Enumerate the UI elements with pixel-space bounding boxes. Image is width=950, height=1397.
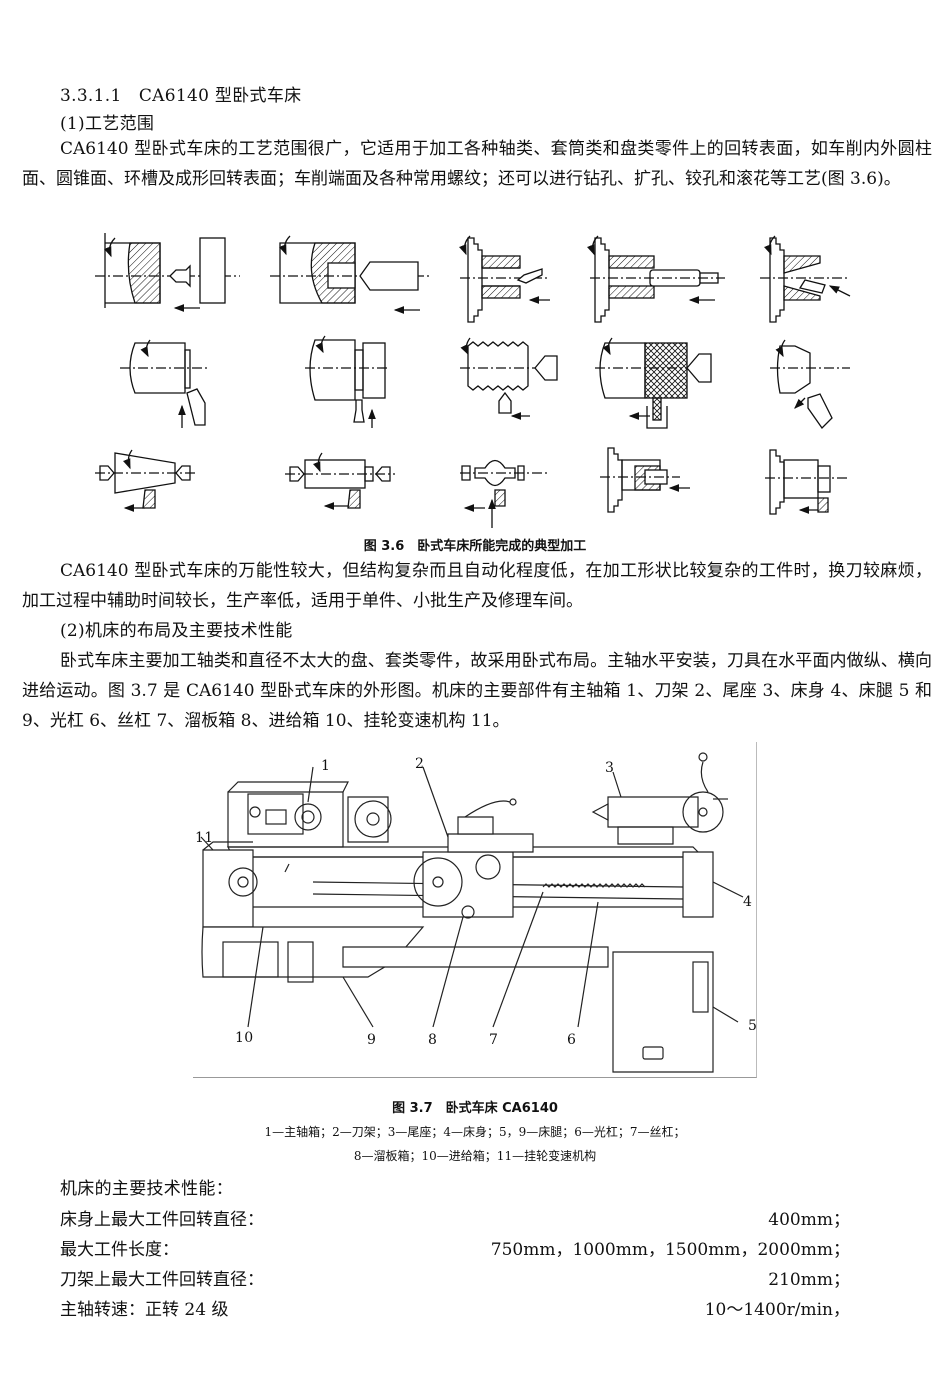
lathe-label-1: 1 bbox=[321, 758, 331, 774]
panel-threading bbox=[460, 337, 558, 420]
panel-reaming bbox=[587, 235, 725, 323]
panel-drilling bbox=[270, 235, 430, 314]
subsection-heading-process-range: (1)工艺范围 bbox=[60, 114, 155, 134]
panel-stepped-turning bbox=[765, 449, 850, 515]
spec-value: 750mm，1000mm，1500mm，2000mm； bbox=[490, 1240, 850, 1260]
lathe-label-5: 5 bbox=[748, 1018, 758, 1034]
panel-taper-boring bbox=[760, 235, 851, 323]
spec-value: 210mm； bbox=[768, 1270, 850, 1290]
panel-center-drilling bbox=[95, 233, 240, 312]
figure-3-7-legend-line-2: 8—溜板箱；10—进给箱；11—挂轮变速机构 bbox=[353, 1149, 597, 1163]
lathe-label-3: 3 bbox=[605, 760, 615, 776]
spec-key: 床身上最大工件回转直径： bbox=[60, 1210, 264, 1230]
paragraph-versatility: CA6140 型卧式车床的万能性较大，但结构复杂而且自动化程度低，在加工形状比较… bbox=[22, 561, 932, 611]
figure-3-7-lathe: 1 2 3 4 5 6 7 8 9 10 11 bbox=[193, 742, 757, 1078]
paragraph-layout: 卧式车床主要加工轴类和直径不太大的盘、套类零件，故采用卧式布局。主轴水平安装，刀… bbox=[22, 651, 932, 731]
figure-3-6-caption: 图 3.6 卧式车床所能完成的典型加工 bbox=[363, 539, 587, 554]
lathe-label-7: 7 bbox=[489, 1032, 499, 1048]
subsection-heading-layout: (2)机床的布局及主要技术性能 bbox=[60, 621, 293, 641]
spec-key: 主轴转速：正转 24 级 bbox=[60, 1300, 229, 1320]
lathe-label-9: 9 bbox=[367, 1032, 377, 1048]
panel-boring bbox=[459, 235, 550, 323]
lathe-label-4: 4 bbox=[743, 894, 753, 910]
spec-value: 10～1400r/min， bbox=[704, 1300, 850, 1320]
spec-row: 刀架上最大工件回转直径： 210mm； bbox=[60, 1265, 850, 1295]
spec-row: 最大工件长度： 750mm，1000mm，1500mm，2000mm； bbox=[60, 1235, 850, 1265]
lathe-illustration bbox=[200, 752, 744, 1073]
lathe-label-10: 10 bbox=[235, 1030, 254, 1046]
panel-profile-turning bbox=[460, 459, 550, 528]
panel-tapping bbox=[600, 447, 690, 513]
figure-3-7-legend-line-1: 1—主轴箱；2—刀架；3—尾座；4—床身；5，9—床腿；6—光杠；7—丝杠； bbox=[264, 1125, 686, 1139]
panel-taper-turning bbox=[95, 449, 195, 512]
section-heading: 3.3.1.1 CA6140 型卧式车床 bbox=[60, 86, 302, 106]
panel-form-turning bbox=[770, 339, 850, 430]
lathe-label-6: 6 bbox=[567, 1032, 577, 1048]
spec-row: 床身上最大工件回转直径： 400mm； bbox=[60, 1205, 850, 1235]
panel-knurling bbox=[595, 337, 712, 429]
panel-grooving bbox=[305, 335, 390, 428]
lathe-label-8: 8 bbox=[428, 1032, 438, 1048]
spec-key: 最大工件长度： bbox=[60, 1240, 179, 1260]
figure-3-6-diagram bbox=[95, 233, 851, 528]
panel-facing bbox=[120, 339, 210, 428]
lathe-label-11: 11 bbox=[195, 830, 214, 846]
paragraph-process-range: CA6140 型卧式车床的工艺范围很广，它适用于加工各种轴类、套筒类和盘类零件上… bbox=[22, 139, 932, 189]
specs-title: 机床的主要技术性能： bbox=[60, 1179, 233, 1199]
spec-key: 刀架上最大工件回转直径： bbox=[60, 1270, 264, 1290]
spec-value: 400mm； bbox=[768, 1210, 850, 1230]
spec-row: 主轴转速：正转 24 级 10～1400r/min， bbox=[60, 1295, 850, 1325]
panel-cylindrical-turning bbox=[285, 452, 395, 510]
lathe-label-2: 2 bbox=[415, 756, 425, 772]
figure-3-7-caption: 图 3.7 卧式车床 CA6140 bbox=[392, 1101, 558, 1116]
